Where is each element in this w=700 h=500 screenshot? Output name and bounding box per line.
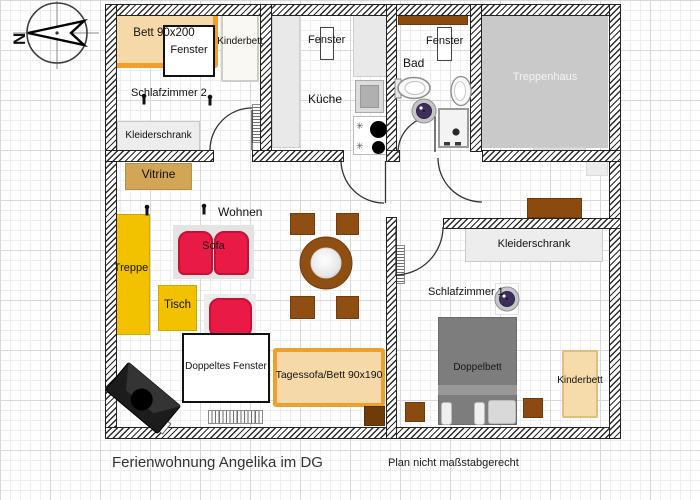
window-label-box-bedroom2 bbox=[163, 25, 215, 77]
pillow bbox=[474, 402, 485, 425]
daybed-label: Tagessofa/Bett 90x190 bbox=[275, 369, 383, 381]
nightstand bbox=[405, 402, 425, 422]
door-arc-bathroom bbox=[397, 115, 436, 154]
nightstand bbox=[523, 398, 543, 418]
door-arc-entrance bbox=[437, 157, 483, 203]
wall-outer-top bbox=[105, 4, 621, 16]
room-label-stairwell: Treppenhaus bbox=[512, 71, 578, 83]
dining-chair bbox=[290, 296, 315, 319]
dining-table bbox=[299, 236, 353, 290]
wall-mid-a bbox=[105, 150, 214, 162]
toilet-icon bbox=[394, 76, 431, 100]
double-bed-blanket bbox=[438, 385, 517, 395]
sofa-label: Sofa bbox=[202, 240, 225, 252]
wall-mid-b bbox=[252, 150, 344, 162]
door-arc-bedroom2 bbox=[209, 107, 253, 151]
dining-chair bbox=[336, 213, 359, 235]
wardrobe-label: Kleiderschrank bbox=[497, 238, 571, 250]
plan-note: Plan nicht maßstabgerecht bbox=[388, 457, 519, 469]
double-window-label-box bbox=[182, 333, 270, 403]
bed-label: Bett 90x200 bbox=[133, 27, 195, 39]
compass-rose: N bbox=[10, 1, 99, 69]
crib-bedroom2 bbox=[221, 13, 259, 82]
pillow bbox=[441, 402, 452, 425]
sofa-cushion bbox=[214, 231, 249, 275]
internal-stairs bbox=[112, 214, 150, 335]
double-bed-label: Doppelbett bbox=[453, 362, 502, 373]
door-arc-kitchen bbox=[340, 159, 385, 204]
daybed-90x190 bbox=[273, 348, 385, 407]
wall-bath-stairwell bbox=[470, 4, 482, 152]
cabinet-label: Vitrine bbox=[141, 167, 176, 181]
armchair-cushion bbox=[209, 298, 252, 338]
compass-north-label: N bbox=[10, 33, 29, 45]
wall-bedroom2-kitchen bbox=[260, 4, 272, 162]
kitchen-counter-left bbox=[272, 9, 300, 148]
wall-mid-d bbox=[482, 150, 621, 162]
wall-living-bedroom1 bbox=[386, 217, 397, 439]
dining-chair bbox=[290, 213, 315, 235]
coffee-table bbox=[158, 285, 197, 331]
wall-bedroom1-top bbox=[443, 218, 621, 229]
stove-burner-icon bbox=[370, 121, 387, 138]
room-label-living: Wohnen bbox=[218, 205, 263, 219]
stove-flame-icon: ✳ bbox=[356, 121, 364, 131]
wall-outer-bottom bbox=[105, 427, 621, 439]
window-label: Fenster bbox=[308, 34, 346, 46]
shower bbox=[438, 108, 469, 148]
room-label-bath: Bad bbox=[403, 56, 425, 70]
double-window-label: Doppeltes Fenster bbox=[185, 361, 267, 372]
tv-icon bbox=[105, 362, 181, 435]
stove-flame-icon: ✳ bbox=[356, 141, 364, 151]
table-label: Tisch bbox=[163, 299, 192, 311]
bathroom-window bbox=[437, 27, 452, 61]
crib-label: Kinderbett bbox=[557, 375, 603, 386]
window-label: Fenster bbox=[170, 44, 208, 56]
room-label-bedroom2: Schlafzimmer 2 bbox=[131, 87, 207, 99]
wall-outer-left bbox=[105, 4, 117, 439]
wardrobe-bedroom1 bbox=[465, 227, 603, 262]
crib-bedroom1 bbox=[562, 350, 598, 418]
window-label: Fenster bbox=[426, 35, 464, 47]
pillow bbox=[488, 400, 516, 424]
stove-burner-icon bbox=[372, 141, 385, 154]
stairs-label: Treppe bbox=[113, 262, 149, 274]
kitchen-counter-top bbox=[353, 10, 389, 77]
ceiling-lamp-icon bbox=[411, 98, 437, 124]
wall-kitchen-bath bbox=[386, 4, 397, 162]
kitchen-sink-basin bbox=[360, 85, 379, 108]
room-label-kitchen: Küche bbox=[308, 92, 343, 106]
radiator-living-room bbox=[208, 410, 263, 424]
stairwell-area bbox=[482, 8, 608, 148]
dining-chair bbox=[336, 296, 359, 319]
plan-title: Ferienwohnung Angelika im DG bbox=[112, 454, 323, 471]
washbasin-icon bbox=[450, 75, 472, 107]
north-arrow-icon bbox=[27, 18, 89, 48]
sofa-cushion bbox=[178, 231, 213, 275]
side-table-living bbox=[364, 406, 385, 426]
hall-sideboard bbox=[527, 198, 582, 218]
wall-mid-c bbox=[386, 150, 400, 162]
room-label-bedroom1: Schlafzimmer 1 bbox=[428, 286, 504, 298]
display-cabinet bbox=[125, 163, 192, 190]
wardrobe-label: Kleiderschrank bbox=[125, 130, 192, 141]
crib-label: Kinderbett bbox=[217, 36, 263, 47]
kitchen-window bbox=[320, 27, 334, 60]
